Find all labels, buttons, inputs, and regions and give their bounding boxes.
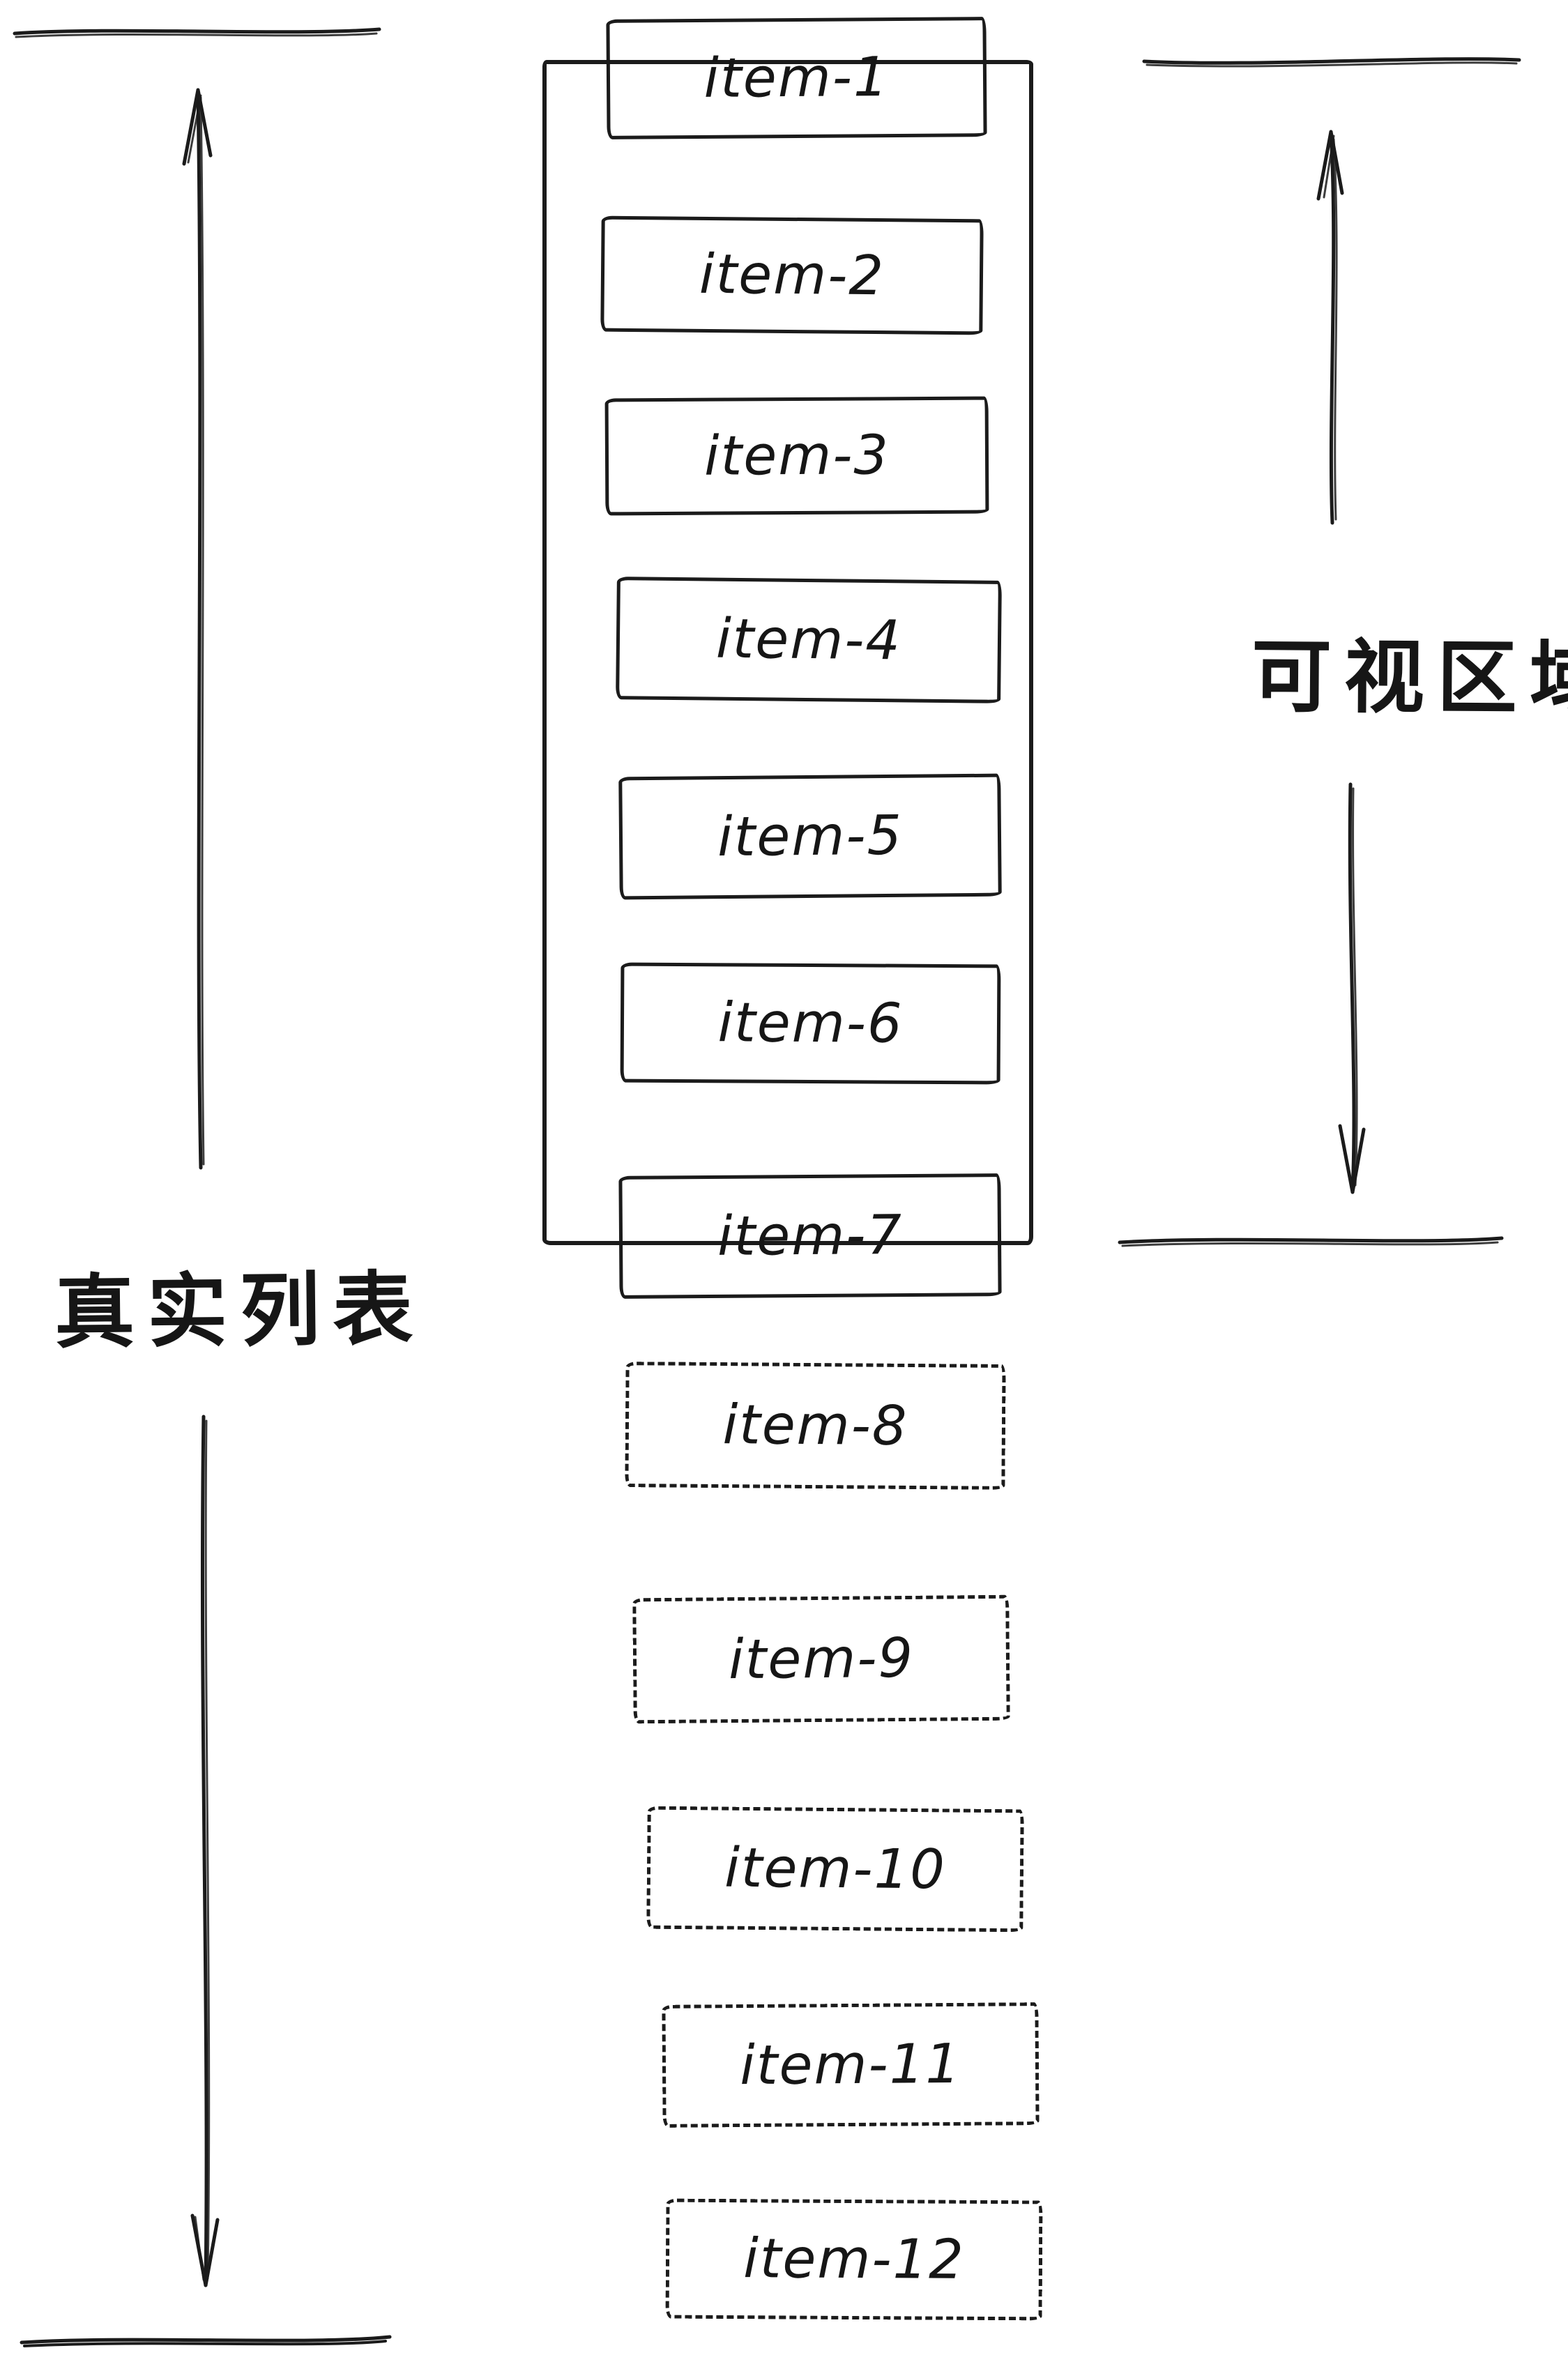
list-item: item-1 — [606, 17, 987, 139]
real-list-arrow-up-icon — [182, 88, 213, 1170]
list-item-offscreen: item-11 — [662, 2002, 1040, 2128]
visible-area-top-boundary-line — [1142, 57, 1521, 68]
list-item-offscreen: item-10 — [646, 1806, 1024, 1933]
list-item: item-2 — [600, 215, 984, 335]
real-list-bottom-boundary-line — [20, 2335, 392, 2347]
real-list-arrow-down-icon — [190, 1415, 220, 2287]
list-item: item-6 — [620, 962, 1001, 1085]
real-list-top-boundary-line — [13, 27, 381, 38]
visible-area-label: 可视区域 — [1251, 630, 1568, 726]
list-item: item-5 — [618, 773, 1002, 900]
viewport-box — [542, 60, 1033, 1245]
visible-area-bottom-boundary-line — [1118, 1236, 1504, 1247]
list-item-offscreen: item-12 — [665, 2198, 1043, 2321]
list-item: item-3 — [604, 396, 989, 516]
list-item-offscreen: item-8 — [625, 1362, 1006, 1490]
list-item: item-4 — [616, 577, 1002, 703]
list-item: item-7 — [618, 1173, 1002, 1299]
visible-area-arrow-up-icon — [1316, 130, 1344, 525]
real-list-label: 真实列表 — [54, 1263, 426, 1360]
visible-area-arrow-down-icon — [1338, 782, 1366, 1194]
list-item-offscreen: item-9 — [632, 1594, 1010, 1724]
